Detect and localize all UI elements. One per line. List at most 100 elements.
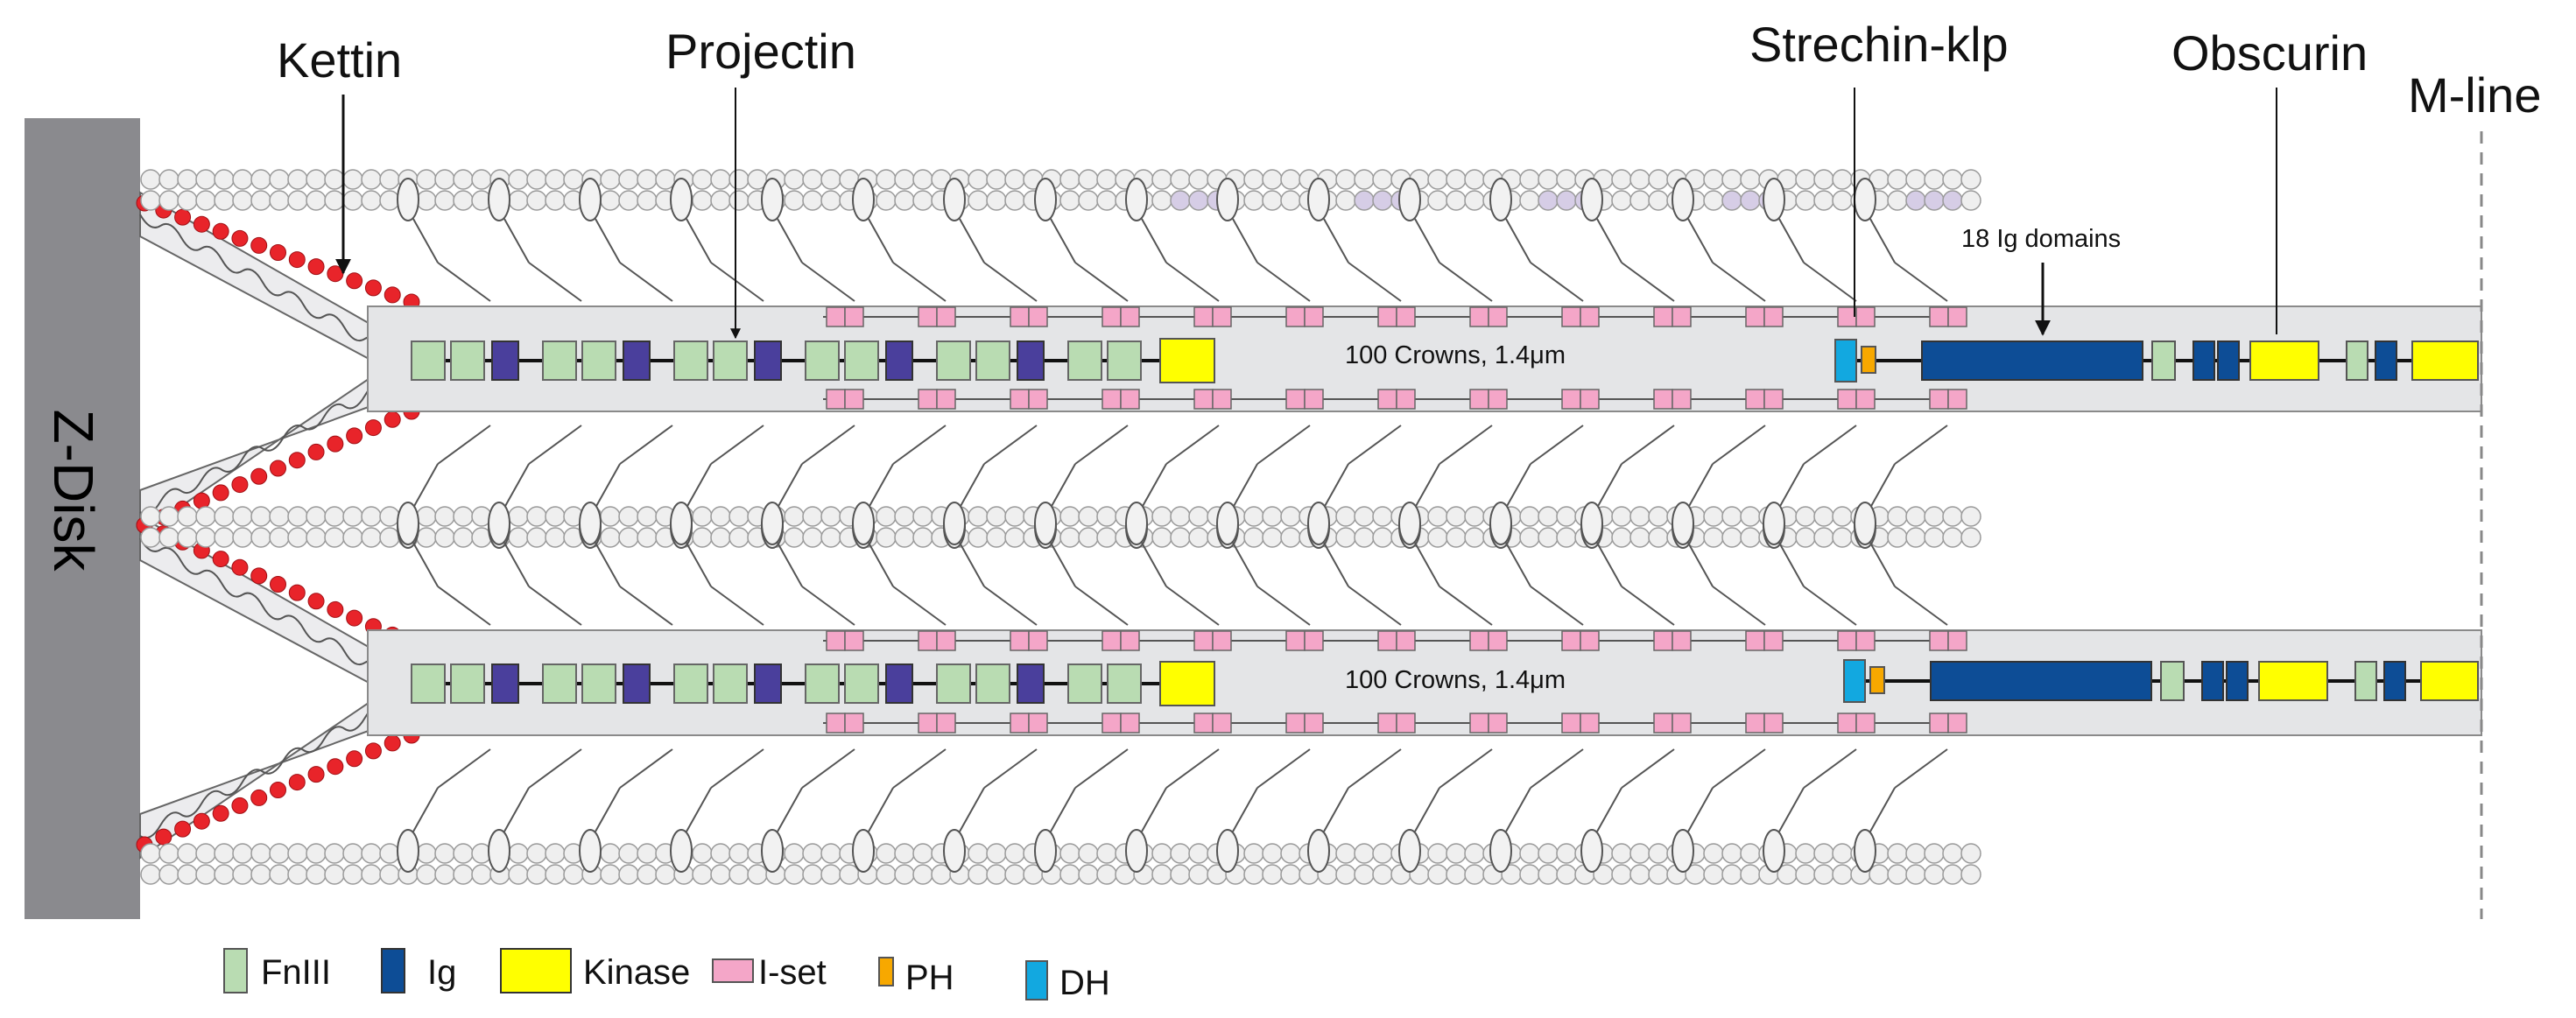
myosin-head [1034, 748, 1129, 873]
i-set-domain [1010, 630, 1030, 651]
i-set-domain [1929, 389, 1949, 410]
myosin-lever [1348, 586, 1402, 626]
i-set-domain [1028, 630, 1048, 651]
projectin-fniii-domain [411, 663, 446, 704]
actin-bead [1629, 843, 1650, 864]
kettin-bead [155, 828, 172, 846]
actin-bead [361, 190, 382, 211]
actin-bead [1188, 864, 1209, 885]
actin-bead [1538, 864, 1559, 885]
legend-swatch-iset [712, 958, 754, 983]
myosin-globule [1398, 502, 1421, 545]
actin-bead [1648, 527, 1669, 548]
actin-bead [802, 843, 823, 864]
myosin-head [579, 748, 673, 873]
actin-bead [1942, 527, 1963, 548]
legend-label-iset: I-set [758, 953, 827, 992]
actin-bead [618, 864, 639, 885]
i-set-domain [1929, 713, 1949, 734]
i-set-domain [1028, 713, 1048, 734]
obscurin-kinase-domain [2258, 661, 2328, 701]
actin-bead [1721, 506, 1742, 527]
myosin-head [1672, 748, 1766, 873]
myosin-neck [503, 542, 530, 587]
actin-bead [1611, 843, 1632, 864]
actin-bead [1170, 527, 1191, 548]
myosin-neck [1596, 463, 1622, 509]
actin-bead [1703, 169, 1724, 190]
actin-bead [1519, 843, 1540, 864]
myosin-neck [1778, 787, 1805, 832]
myosin-lever [892, 425, 947, 465]
myosin-neck [1505, 463, 1531, 509]
actin-bead [1354, 843, 1375, 864]
actin-bead [1703, 864, 1724, 885]
actin-bead [912, 864, 933, 885]
i-set-domain [1120, 389, 1140, 410]
actin-bead [618, 506, 639, 527]
myosin-lever [983, 262, 1038, 302]
actin-bead [379, 169, 400, 190]
myosin-lever [1165, 262, 1220, 302]
i-set-domain [1010, 389, 1030, 410]
actin-bead [1280, 190, 1301, 211]
myosin-globule [1580, 502, 1603, 545]
actin-bead [1960, 843, 1981, 864]
actin-bead [508, 190, 529, 211]
actin-bead [618, 190, 639, 211]
actin-bead [269, 169, 290, 190]
i-set-domain [1304, 389, 1324, 410]
actin-bead [802, 169, 823, 190]
actin-bead [600, 527, 621, 548]
actin-bead [361, 843, 382, 864]
actin-bead [214, 190, 235, 211]
myosin-globule [488, 829, 510, 873]
actin-bead [195, 864, 216, 885]
projectin-ig-domain [491, 663, 519, 704]
actin-bead [526, 169, 547, 190]
myosin-neck [777, 218, 803, 263]
myosin-head [1398, 502, 1493, 626]
kettin-bead [307, 258, 325, 276]
myosin-lever [619, 586, 673, 626]
kettin-bead [193, 215, 210, 233]
i-set-domain [1193, 389, 1214, 410]
myosin-globule [1763, 502, 1785, 545]
actin-bead [692, 527, 713, 548]
actin-bead [876, 864, 897, 885]
actin-bead [453, 843, 474, 864]
kettin-bead [384, 734, 401, 752]
actin-bead [269, 843, 290, 864]
legend-swatch-kinase [500, 948, 572, 993]
actin-bead [710, 190, 731, 211]
actin-bead [269, 506, 290, 527]
myosin-neck [1414, 463, 1440, 509]
actin-bead [1960, 190, 1981, 211]
actin-bead [287, 527, 308, 548]
actin-bead [1832, 843, 1853, 864]
actin-bead [1427, 190, 1448, 211]
myosin-lever [1894, 586, 1948, 626]
myosin-globule [1854, 178, 1876, 221]
actin-bead [1243, 190, 1264, 211]
myosin-globule [852, 829, 875, 873]
actin-bead [1519, 506, 1540, 527]
myosin-head [670, 502, 764, 626]
myosin-neck [412, 218, 439, 263]
actin-bead [1188, 169, 1209, 190]
projectin-fniii-domain [411, 341, 446, 381]
actin-bead [1354, 169, 1375, 190]
myosin-head [1580, 178, 1675, 302]
myosin-neck [1232, 787, 1258, 832]
obscurin-ig-domain [2375, 341, 2397, 381]
legend-label-kinase: Kinase [583, 953, 690, 992]
actin-bead [1740, 864, 1761, 885]
myosin-lever [1803, 586, 1857, 626]
kettin-bead [231, 558, 249, 576]
actin-bead [986, 527, 1007, 548]
myosin-globule [1034, 502, 1057, 545]
actin-bead [563, 169, 584, 190]
myosin-lever [983, 586, 1038, 626]
myosin-neck [1050, 218, 1076, 263]
myosin-globule [1216, 178, 1239, 221]
